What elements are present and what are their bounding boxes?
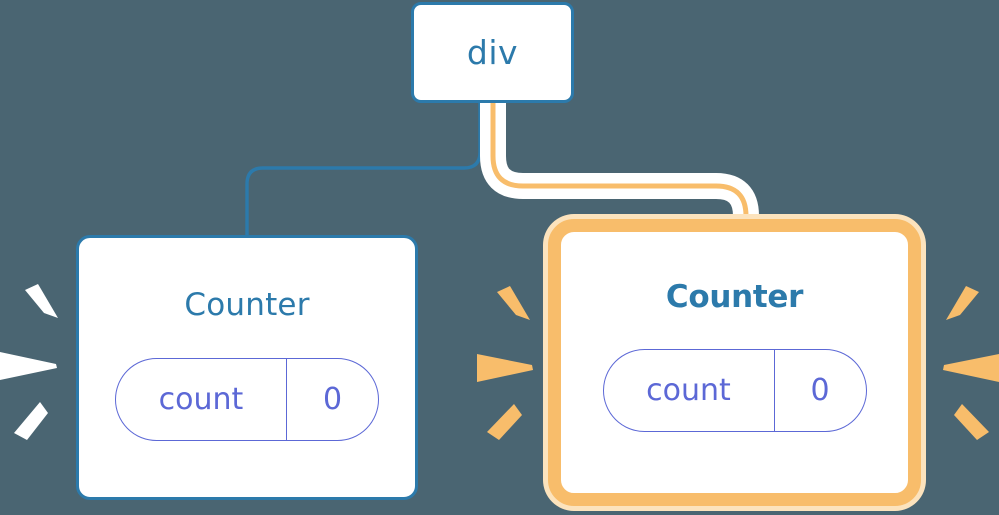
sparkle-ray-lower bbox=[487, 404, 522, 440]
sparkle-ray-middle bbox=[943, 354, 999, 382]
sparkle-ray-upper bbox=[497, 286, 530, 320]
node-counter-left-title: Counter bbox=[184, 287, 310, 323]
edge-root-to-right-counter bbox=[490, 100, 749, 232]
state-value-right: 0 bbox=[773, 350, 866, 431]
edge-root-to-left-counter bbox=[245, 103, 482, 238]
sparkle-ray-upper bbox=[25, 284, 58, 318]
state-pill-right: count 0 bbox=[602, 349, 867, 432]
state-pill-left: count 0 bbox=[115, 358, 379, 441]
node-counter-left[interactable]: Counter count 0 bbox=[76, 235, 418, 500]
node-div-label: div bbox=[466, 33, 519, 72]
sparkle-ray-lower bbox=[954, 404, 989, 440]
node-counter-right[interactable]: Counter count 0 bbox=[548, 219, 921, 506]
sparkle-ray-middle bbox=[0, 352, 57, 380]
sparkles-right-of-left-counter bbox=[477, 280, 539, 450]
sparkle-ray-upper bbox=[946, 286, 979, 320]
state-value-left: 0 bbox=[286, 359, 378, 440]
state-key-left: count bbox=[158, 381, 244, 417]
node-counter-right-title: Counter bbox=[665, 279, 804, 315]
node-div[interactable]: div bbox=[411, 2, 574, 103]
sparkles-right-of-right-counter bbox=[937, 280, 999, 450]
sparkle-ray-lower bbox=[14, 402, 48, 440]
edge-root-to-right-counter-halo bbox=[480, 100, 759, 232]
sparkles-left-of-left-counter bbox=[0, 280, 62, 450]
state-key-right: count bbox=[646, 372, 731, 408]
sparkle-ray-middle bbox=[477, 354, 533, 382]
